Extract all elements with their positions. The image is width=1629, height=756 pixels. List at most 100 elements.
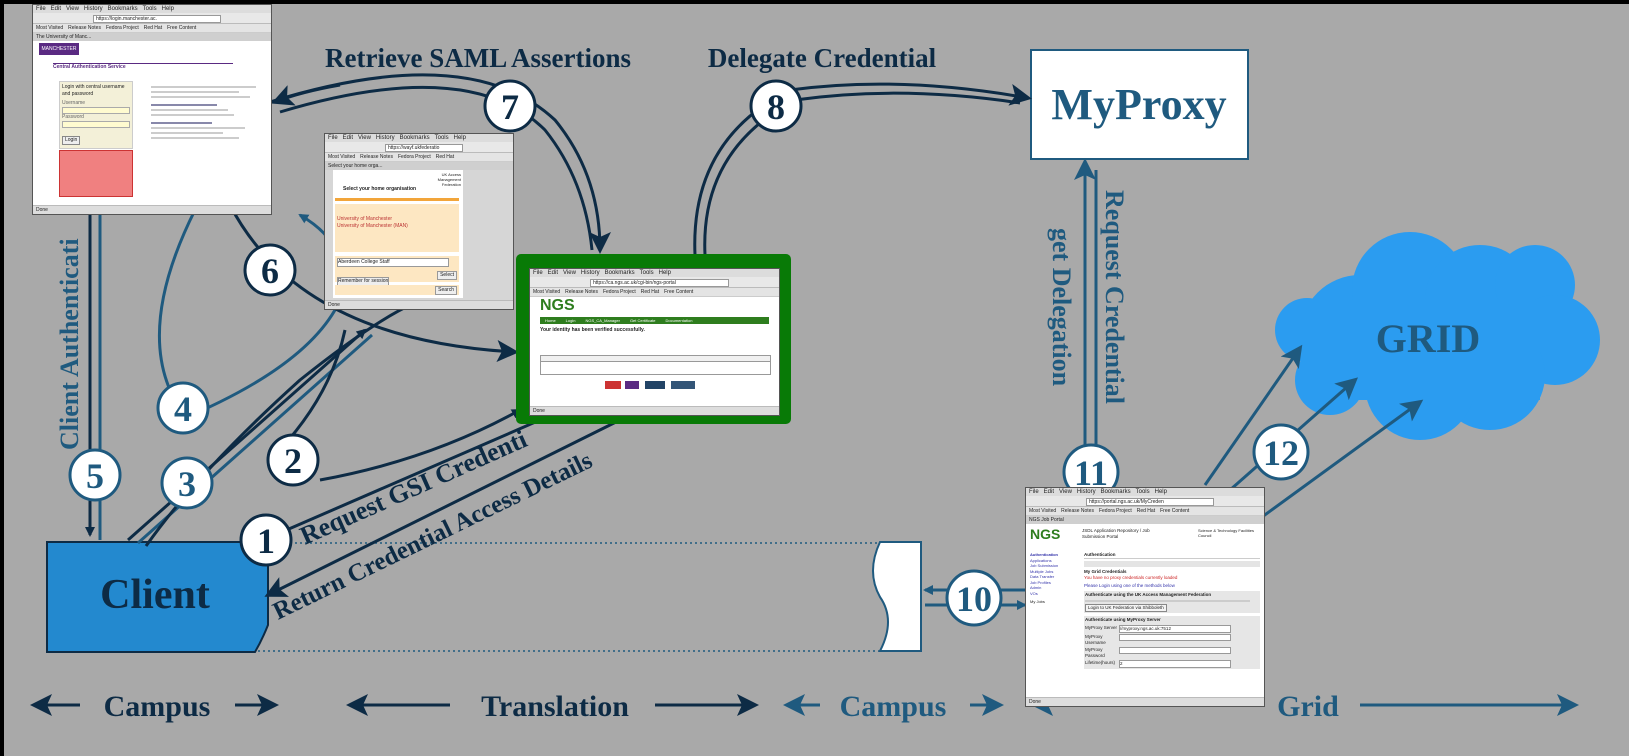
username-input[interactable]: [62, 107, 130, 114]
bookmark-fedora[interactable]: Fedora Project: [602, 289, 636, 295]
menu-bookmarks[interactable]: Bookmarks: [604, 270, 635, 276]
myproxy-section: Authenticate using MyProxy Server MyProx…: [1084, 616, 1260, 669]
bookmark-free-content[interactable]: Free Content: [167, 25, 197, 31]
menu-view[interactable]: View: [563, 270, 576, 276]
sidebar-item-data-transfer[interactable]: Data Transfer: [1030, 574, 1055, 579]
menu-history[interactable]: History: [83, 6, 103, 12]
menu-edit[interactable]: Edit: [547, 270, 559, 276]
menu-help[interactable]: Help: [1154, 489, 1167, 495]
url-bar[interactable]: https://wayf.ukfederatio: [385, 144, 463, 152]
bookmark-most-visited[interactable]: Most Visited: [533, 289, 561, 295]
step-12-circle: 12: [1252, 423, 1310, 481]
menu-file[interactable]: File: [1029, 489, 1039, 495]
ngs-portal-screenshot: File Edit View History Bookmarks Tools Help ht…: [1025, 487, 1265, 707]
search-button[interactable]: Search: [435, 286, 457, 295]
ngs-logo: NGS: [540, 297, 575, 314]
sidebar-item-job-submission[interactable]: Job Submission: [1030, 563, 1059, 568]
menu-view[interactable]: View: [66, 6, 79, 12]
url-bar[interactable]: https://ca.ngs.ac.uk/cgi-bin/ngs-portal: [590, 279, 729, 287]
bookmark-redhat[interactable]: Red Hat: [435, 154, 455, 160]
bookmark-most-visited[interactable]: Most Visited: [36, 25, 64, 31]
login-title: Login with central username and password: [62, 84, 125, 97]
nav-get-cert[interactable]: Get Certificate: [629, 318, 656, 323]
manchester-login-screenshot: File Edit View History Bookmarks Tools Help ht…: [32, 4, 272, 215]
menu-file[interactable]: File: [36, 6, 46, 12]
menu-edit[interactable]: Edit: [342, 135, 354, 141]
login-button[interactable]: Login: [62, 136, 81, 145]
menu-history[interactable]: History: [580, 270, 600, 276]
tab-bar: The University of Manc...: [33, 33, 271, 41]
nav-ca-manager[interactable]: NGS_CA_Manager: [585, 318, 620, 323]
org-select[interactable]: Aberdeen College Staff: [337, 258, 449, 267]
bookmark-release-notes[interactable]: Release Notes: [68, 25, 101, 31]
sidebar-item-applications[interactable]: Applications: [1030, 557, 1052, 563]
password-input[interactable]: [62, 121, 130, 128]
svg-text:1: 1: [257, 521, 275, 561]
shibboleth-login-button[interactable]: Login to UK Federation via Shibboleth: [1085, 604, 1167, 612]
menu-edit[interactable]: Edit: [1043, 489, 1055, 495]
bookmark-redhat[interactable]: Red Hat: [1136, 508, 1156, 514]
sidebar-item-vos[interactable]: VOs: [1030, 590, 1038, 596]
sidebar-item-admin[interactable]: Admin: [1030, 585, 1042, 590]
bookmark-redhat[interactable]: Red Hat: [640, 289, 660, 295]
nav-docs[interactable]: Documentation: [665, 318, 693, 323]
org-option-2[interactable]: University of Manchester (MAN): [337, 223, 408, 229]
menu-file[interactable]: File: [328, 135, 338, 141]
menu-view[interactable]: View: [1059, 489, 1072, 495]
login-methods-link[interactable]: Please Login using one of the methods be…: [1084, 583, 1175, 588]
menu-history[interactable]: History: [1076, 489, 1096, 495]
step-1-circle: 1: [239, 513, 293, 567]
bookmark-fedora[interactable]: Fedora Project: [397, 154, 431, 160]
menu-bookmarks[interactable]: Bookmarks: [1100, 489, 1131, 495]
arrow-12-line-a: [1203, 344, 1303, 486]
nav-login[interactable]: Login: [565, 318, 576, 323]
menu-file[interactable]: File: [533, 270, 543, 276]
tab-portal[interactable]: NGS Job Portal: [1029, 517, 1064, 523]
tab-wayf[interactable]: Select your home orga...: [328, 163, 383, 169]
menu-tools[interactable]: Tools: [1135, 489, 1150, 495]
lifetime-input[interactable]: 2: [1119, 660, 1231, 668]
nav-home[interactable]: Home: [545, 318, 556, 323]
bookmark-release-notes[interactable]: Release Notes: [360, 154, 393, 160]
bookmark-free-content[interactable]: Free Content: [1160, 508, 1190, 514]
sidebar-item-job-profiles[interactable]: Job Profiles: [1030, 579, 1051, 585]
myproxy-password-input[interactable]: [1119, 647, 1231, 654]
svg-text:11: 11: [1074, 453, 1108, 493]
bookmark-release-notes[interactable]: Release Notes: [565, 289, 598, 295]
bookmark-most-visited[interactable]: Most Visited: [1029, 508, 1057, 514]
url-bar[interactable]: https://login.manchester.ac.: [93, 15, 221, 23]
bookmark-release-notes[interactable]: Release Notes: [1061, 508, 1094, 514]
status-bar: Done: [33, 205, 271, 214]
bookmark-fedora[interactable]: Fedora Project: [1098, 508, 1132, 514]
menu-bookmarks[interactable]: Bookmarks: [399, 135, 430, 141]
sidebar-item-authentication[interactable]: Authentication: [1030, 552, 1058, 557]
menu-help[interactable]: Help: [161, 6, 174, 12]
auth-heading: Authentication: [1084, 552, 1260, 559]
menu-tools[interactable]: Tools: [434, 135, 449, 141]
menu-help[interactable]: Help: [453, 135, 466, 141]
bookmark-redhat[interactable]: Red Hat: [143, 25, 163, 31]
menu-tools[interactable]: Tools: [639, 270, 654, 276]
menu-bookmarks[interactable]: Bookmarks: [107, 6, 138, 12]
step-3-circle: 3: [160, 456, 214, 510]
credential-scroll: [872, 541, 922, 652]
menu-history[interactable]: History: [375, 135, 395, 141]
menu-edit[interactable]: Edit: [50, 6, 62, 12]
sidebar-item-multiple-jobs[interactable]: Multiple Jobs: [1030, 568, 1054, 574]
bookmark-fedora[interactable]: Fedora Project: [105, 25, 139, 31]
menu-help[interactable]: Help: [658, 270, 671, 276]
myproxy-username-input[interactable]: [1119, 634, 1231, 641]
menu-view[interactable]: View: [358, 135, 371, 141]
myproxy-server-select[interactable]: //myproxy.ngs.ac.uk:7512: [1119, 625, 1231, 633]
bookmark-most-visited[interactable]: Most Visited: [328, 154, 356, 160]
select-button[interactable]: Select: [437, 271, 457, 280]
step-4-circle: 4: [156, 381, 210, 435]
nav-toolbar: https://wayf.ukfederatio: [325, 142, 513, 153]
menu-tools[interactable]: Tools: [142, 6, 157, 12]
verified-message: Your identity has been verified successf…: [540, 327, 645, 333]
tab-manchester[interactable]: The University of Manc...: [36, 34, 92, 40]
bookmarks-bar: Most Visited Release Notes Fedora Project R…: [325, 153, 513, 162]
url-bar[interactable]: https://portal.ngs.ac.uk/MyCreden: [1086, 498, 1214, 506]
bookmark-free-content[interactable]: Free Content: [664, 289, 694, 295]
org-option-1[interactable]: University of Manchester: [337, 216, 393, 222]
